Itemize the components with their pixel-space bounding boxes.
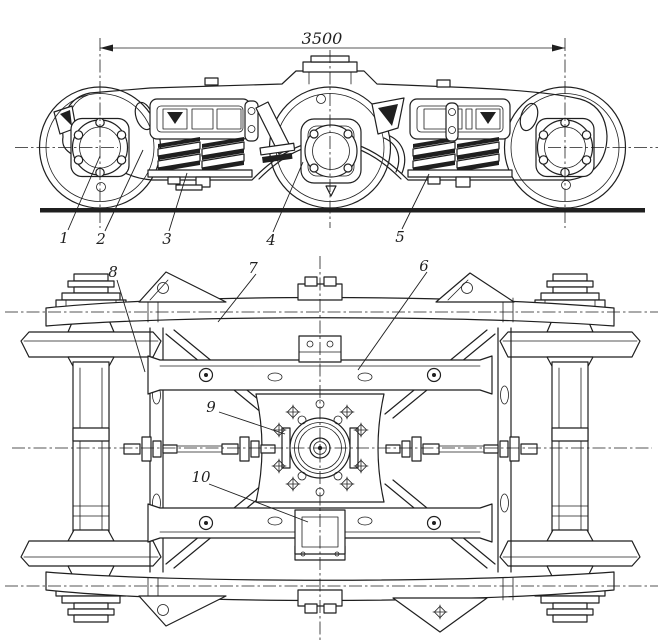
callout-2: 2 bbox=[95, 230, 106, 248]
plan-side-frame-bottom bbox=[45, 571, 615, 633]
callout-5: 5 bbox=[395, 228, 405, 246]
axlebox-middle bbox=[300, 118, 362, 197]
callout-7: 7 bbox=[248, 259, 258, 277]
callout-8: 8 bbox=[108, 263, 118, 281]
rail-line bbox=[40, 208, 645, 213]
plan-centerlines bbox=[5, 256, 658, 642]
callout-10: 10 bbox=[191, 468, 211, 486]
dimension-3500: 3500 bbox=[99, 29, 566, 52]
side-callouts: 1 2 3 4 5 bbox=[59, 149, 430, 249]
dimension-label: 3500 bbox=[302, 29, 343, 48]
callout-4: 4 bbox=[265, 231, 276, 249]
plan-callouts: 8 7 6 9 10 bbox=[108, 257, 429, 523]
side-centerlines bbox=[15, 38, 658, 228]
callout-1: 1 bbox=[59, 229, 69, 247]
spring-group-left bbox=[147, 98, 253, 191]
spring-group-right bbox=[407, 98, 513, 188]
plan-view: 8 7 6 9 10 bbox=[5, 256, 658, 642]
callout-6: 6 bbox=[419, 257, 429, 275]
callout-3: 3 bbox=[162, 230, 172, 248]
brake-rigging bbox=[244, 97, 459, 174]
callout-9: 9 bbox=[206, 398, 216, 416]
middle-axle-hardware bbox=[123, 436, 538, 462]
side-view: 3500 1 2 3 4 5 bbox=[15, 29, 658, 249]
plan-side-frame-top bbox=[45, 271, 615, 327]
